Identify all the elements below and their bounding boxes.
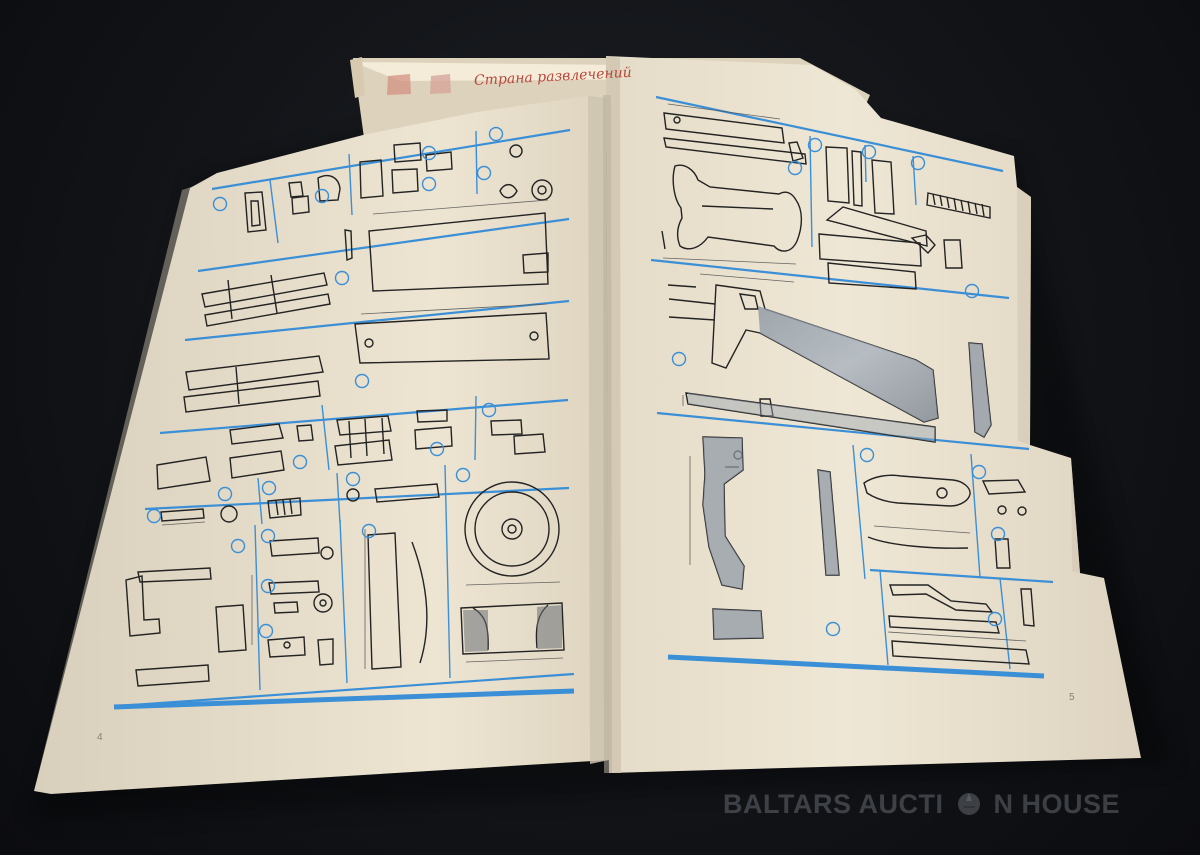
left-part-badges: [146, 126, 504, 639]
right-part-badges: [671, 137, 1006, 637]
watermark-text-part-1: BALTARS AUCTI: [723, 789, 944, 819]
right-page-number: 5: [1069, 692, 1075, 703]
left-wood-fills: [463, 605, 562, 652]
watermark: BALTARS AUCTI N HOUSE: [723, 789, 1120, 821]
right-wood-fills: [688, 306, 991, 639]
left-page-number: 4: [97, 732, 103, 743]
left-dimension-lines: [161, 199, 564, 669]
left-page: [34, 96, 609, 794]
auction-bell-mark-icon: [954, 789, 984, 819]
right-page: [606, 56, 1141, 773]
right-dimension-lines: [662, 103, 1027, 642]
page-gutter: [603, 95, 612, 773]
left-blue-rules: [113, 128, 575, 710]
auction-bell-mark-svg: [957, 792, 980, 815]
left-box-frames: [254, 130, 478, 691]
left-drawings: [125, 142, 565, 687]
right-blue-rules: [650, 95, 1054, 679]
watermark-text-part-2: N HOUSE: [993, 789, 1121, 819]
